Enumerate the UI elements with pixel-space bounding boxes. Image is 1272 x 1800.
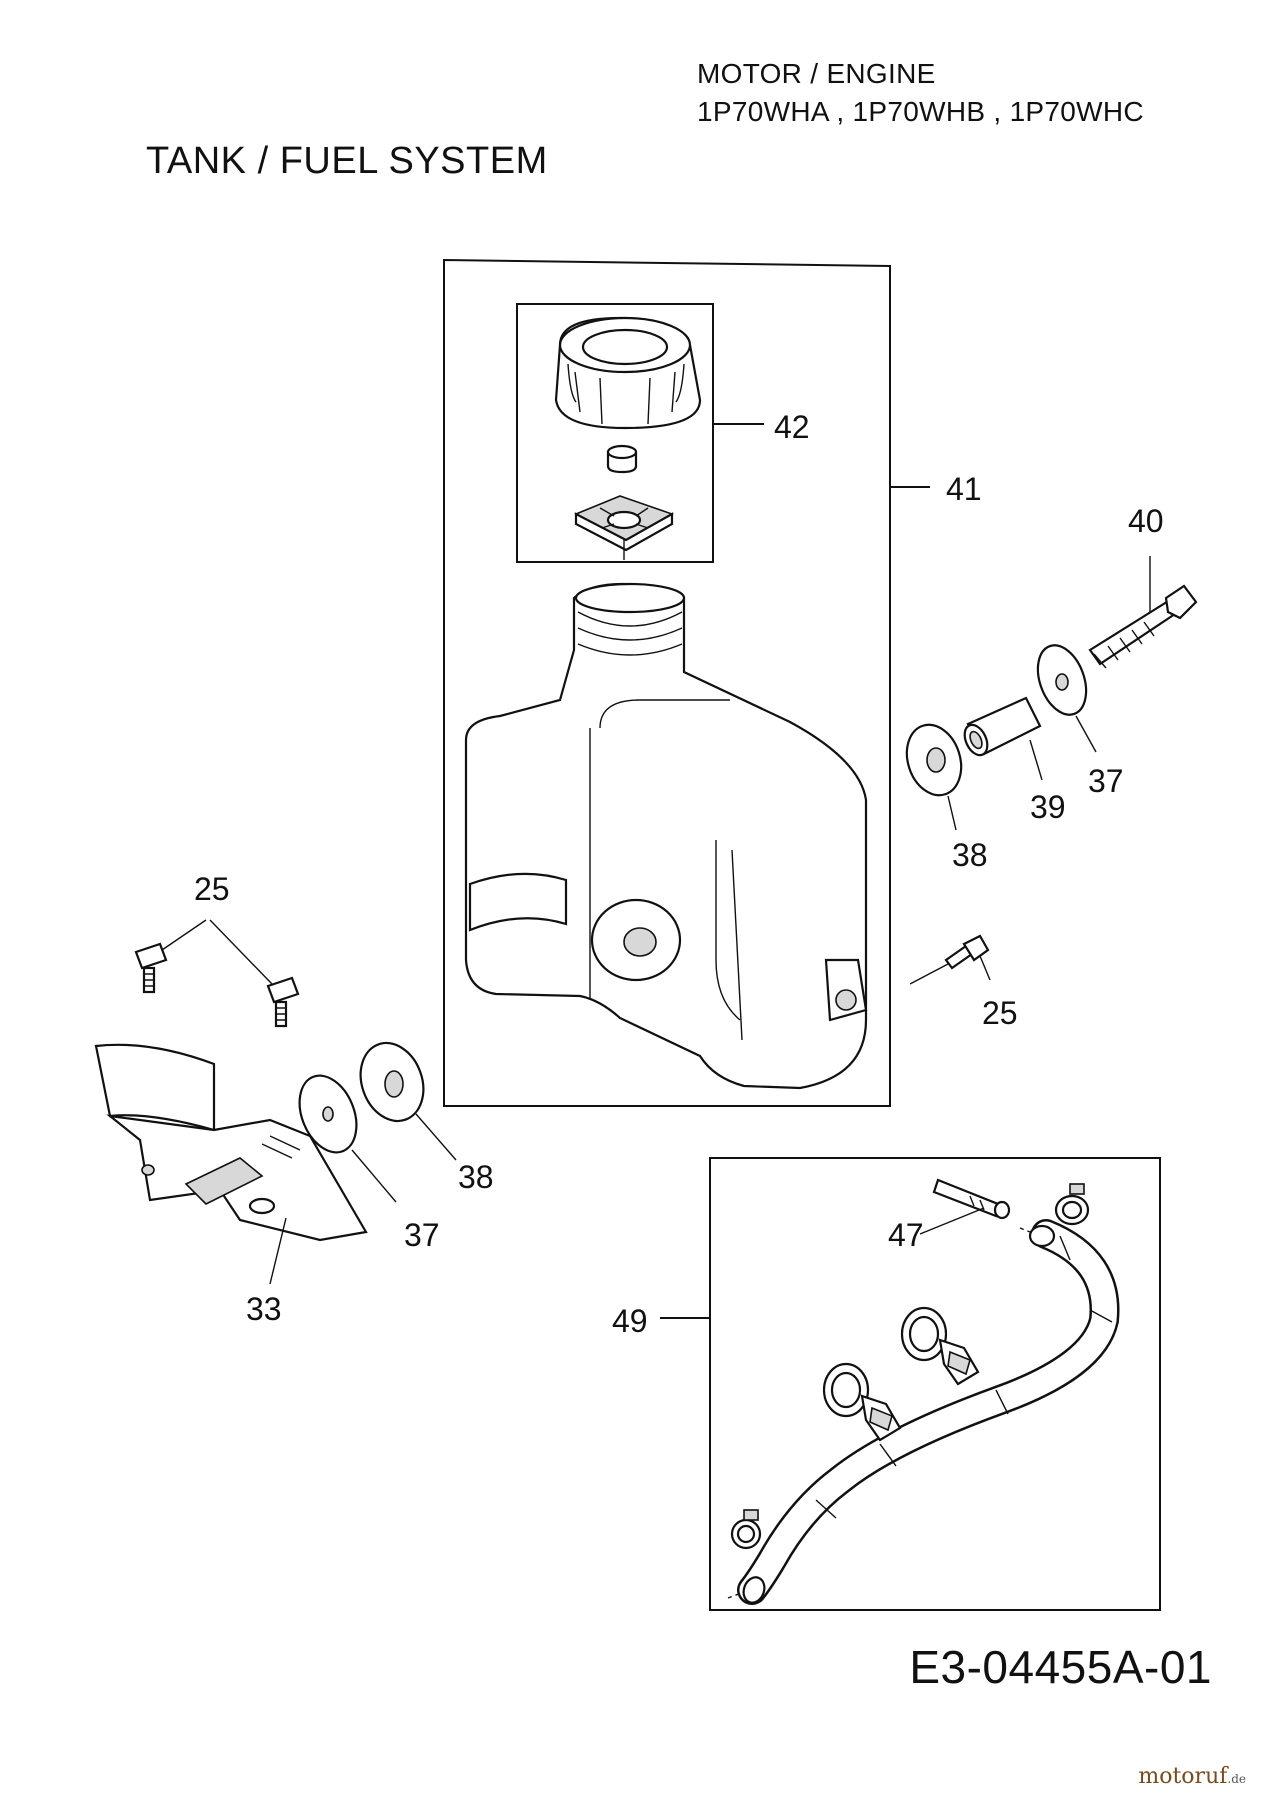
rubber-mount-38-left[interactable] bbox=[350, 1034, 434, 1130]
hose-clip-top[interactable] bbox=[1054, 1183, 1090, 1226]
leader-25-right-b bbox=[979, 955, 991, 981]
watermark-brand: motoruf bbox=[1138, 1764, 1228, 1789]
bolt-25-left-a[interactable] bbox=[134, 942, 168, 994]
group-box-41 bbox=[443, 258, 891, 1107]
leader-38-left bbox=[415, 1113, 457, 1161]
header-model-numbers: 1P70WHA , 1P70WHB , 1P70WHC bbox=[697, 96, 1144, 127]
callout-40: 40 bbox=[1128, 503, 1164, 539]
washer-37-left[interactable] bbox=[289, 1067, 367, 1161]
rubber-mount-38-right[interactable] bbox=[898, 718, 970, 803]
callout-38-right: 38 bbox=[952, 837, 988, 873]
callout-37-left: 37 bbox=[404, 1217, 440, 1253]
leader-25-left-b bbox=[209, 919, 273, 985]
washer-37-right[interactable] bbox=[1029, 639, 1095, 722]
bolt-40[interactable] bbox=[1088, 584, 1198, 669]
fuel-cap[interactable] bbox=[554, 316, 702, 430]
leader-33 bbox=[269, 1217, 287, 1285]
callout-37-right: 37 bbox=[1088, 763, 1124, 799]
callout-25-left: 25 bbox=[194, 871, 230, 907]
leader-37-left bbox=[351, 1149, 397, 1203]
tank-bracket-33[interactable] bbox=[94, 1043, 368, 1242]
callout-25-right: 25 bbox=[982, 995, 1018, 1031]
hose-holder-b[interactable] bbox=[900, 1306, 980, 1386]
fuel-hose[interactable] bbox=[727, 1219, 1120, 1606]
drawing-code: E3-04455A-01 bbox=[909, 1641, 1212, 1693]
group-box-42 bbox=[516, 303, 714, 563]
cap-seal[interactable] bbox=[606, 444, 638, 474]
fuel-filter-47[interactable] bbox=[932, 1178, 1011, 1220]
fuel-tank[interactable] bbox=[464, 582, 868, 1090]
callout-39: 39 bbox=[1030, 789, 1066, 825]
bolt-25-right[interactable] bbox=[944, 934, 990, 970]
watermark-logo: motoruf.de bbox=[1138, 1764, 1246, 1789]
header-engine-label: MOTOR / ENGINE bbox=[697, 58, 936, 89]
leader-39 bbox=[1029, 739, 1043, 781]
hose-clip-bottom[interactable] bbox=[730, 1509, 762, 1550]
callout-47: 47 bbox=[888, 1217, 924, 1253]
watermark-suffix: .de bbox=[1227, 1772, 1246, 1786]
callout-42: 42 bbox=[774, 409, 810, 445]
leader-38-right bbox=[947, 795, 957, 831]
bolt-25-left-b[interactable] bbox=[266, 976, 300, 1028]
fuel-strainer[interactable] bbox=[574, 495, 674, 560]
callout-49: 49 bbox=[612, 1303, 648, 1339]
callout-41: 41 bbox=[946, 471, 982, 507]
group-box-49 bbox=[709, 1157, 1161, 1611]
leader-25-right-a bbox=[909, 963, 949, 985]
page-title: TANK / FUEL SYSTEM bbox=[146, 140, 548, 182]
leader-47 bbox=[919, 1207, 985, 1235]
spacer-39[interactable] bbox=[960, 696, 1042, 759]
hose-holder-a[interactable] bbox=[822, 1362, 902, 1442]
callout-38-left: 38 bbox=[458, 1159, 494, 1195]
leader-25-left-a bbox=[161, 919, 207, 951]
leader-37-right bbox=[1075, 715, 1097, 753]
callout-33: 33 bbox=[246, 1291, 282, 1327]
